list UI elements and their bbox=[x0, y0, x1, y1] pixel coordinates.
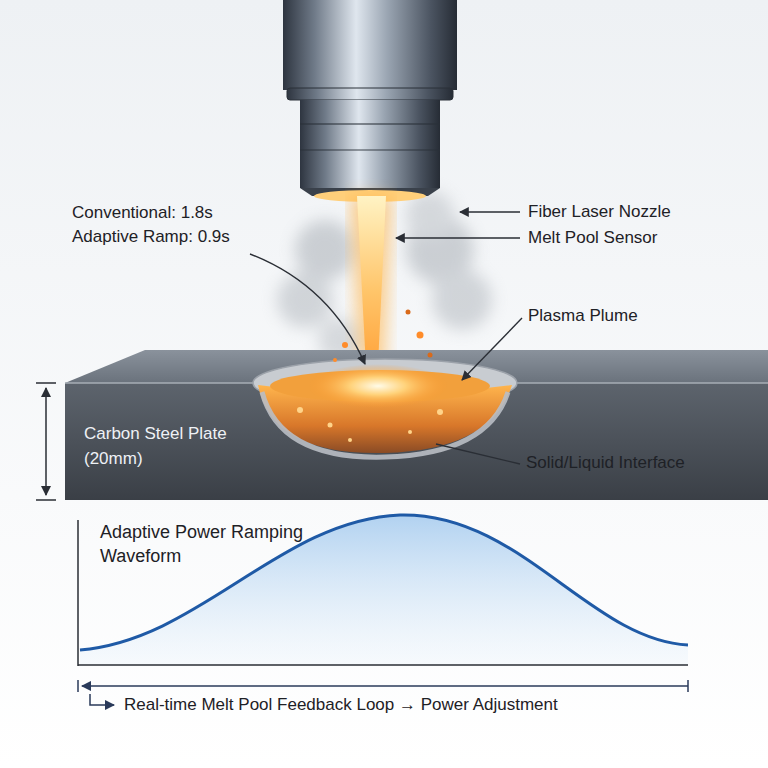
part-label: Melt Pool Sensor bbox=[528, 227, 657, 250]
steel-plate-region: Carbon Steel Plate (20mm) bbox=[80, 418, 252, 488]
part-label: Solid/Liquid Interface bbox=[526, 452, 685, 475]
plate-label: Carbon Steel Plate (20mm) bbox=[84, 422, 248, 471]
power-waveform bbox=[78, 515, 688, 666]
chart-title: Adaptive Power Ramping Waveform bbox=[100, 520, 340, 569]
time-label: Adaptive Ramp: 0.9s bbox=[72, 226, 230, 249]
steel-plate bbox=[65, 350, 768, 500]
part-label: Plasma Plume bbox=[528, 305, 638, 328]
laser-nozzle bbox=[283, 0, 457, 202]
sparks bbox=[333, 310, 433, 363]
melt-pool bbox=[253, 359, 517, 457]
loop-caption: Real-time Melt Pool Feedback Loop → Powe… bbox=[124, 694, 558, 717]
thickness-dimension bbox=[36, 383, 56, 500]
part-label: Fiber Laser Nozzle bbox=[528, 201, 671, 224]
time-label: Conventional: 1.8s bbox=[72, 202, 213, 225]
leader-lines bbox=[250, 212, 522, 464]
